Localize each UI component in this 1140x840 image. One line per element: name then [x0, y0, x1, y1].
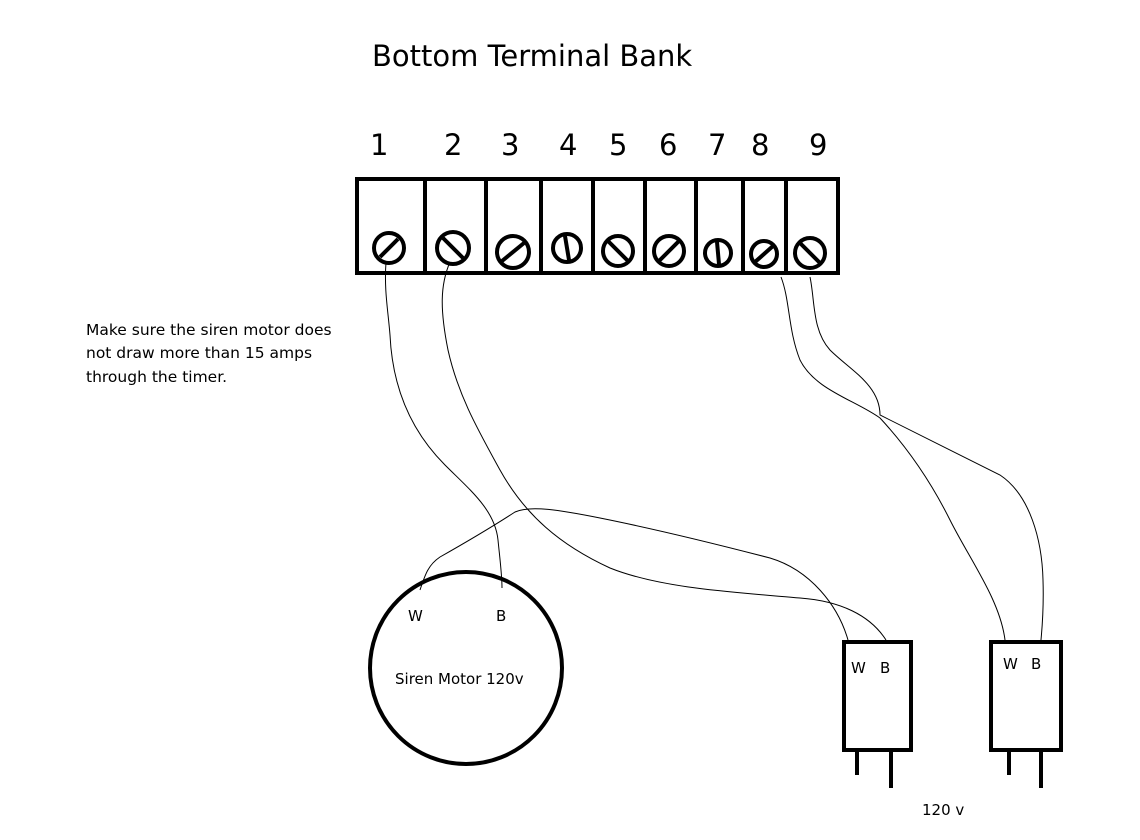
- terminal-number-5: 5: [609, 128, 627, 162]
- screw-icon: [372, 231, 406, 265]
- screw-icon: [495, 234, 531, 270]
- terminal-numbers: 1 2 3 4 5 6 7 8 9: [370, 128, 827, 162]
- screw-icon: [652, 234, 686, 268]
- wires: [384, 261, 1044, 641]
- plug-1-body: [842, 640, 913, 752]
- screw-icon: [703, 238, 733, 268]
- note-line-2: not draw more than 15 amps: [86, 344, 312, 362]
- warning-note: Make sure the siren motor does not draw …: [86, 321, 332, 386]
- plug-1-w-label: W: [851, 659, 866, 677]
- terminal-number-8: 8: [751, 128, 769, 162]
- terminal-number-9: 9: [809, 128, 827, 162]
- terminal-screws: [372, 230, 827, 270]
- siren-motor-outline: [368, 570, 564, 766]
- siren-b-label: B: [496, 607, 506, 625]
- plug-1: W B: [842, 640, 913, 788]
- wire-terminal-8-to-plug2-w: [780, 276, 1006, 641]
- screw-icon: [551, 232, 583, 264]
- plug-2-w-label: W: [1003, 655, 1018, 673]
- terminal-number-3: 3: [501, 128, 519, 162]
- plug-2-b-label: B: [1031, 655, 1041, 673]
- terminal-number-1: 1: [370, 128, 388, 162]
- note-line-1: Make sure the siren motor does: [86, 321, 332, 339]
- terminal-number-4: 4: [559, 128, 577, 162]
- terminal-number-7: 7: [708, 128, 726, 162]
- diagram-title: Bottom Terminal Bank: [372, 39, 692, 73]
- siren-motor-label: Siren Motor 120v: [395, 670, 524, 688]
- voltage-label: 120 v: [922, 801, 964, 819]
- terminal-number-2: 2: [444, 128, 462, 162]
- terminal-bank: [355, 177, 840, 275]
- note-line-3: through the timer.: [86, 368, 227, 386]
- screw-icon: [435, 230, 471, 266]
- screw-icon: [601, 234, 635, 268]
- wire-terminal-2-to-plug1-b: [441, 261, 887, 641]
- siren-motor: W B Siren Motor 120v: [368, 570, 564, 766]
- plug-2: W B: [989, 640, 1063, 788]
- screw-icon: [749, 239, 779, 269]
- plug-1-b-label: B: [880, 659, 890, 677]
- terminal-bank-frame: [355, 177, 840, 275]
- wire-terminal-9-to-plug2-b: [809, 276, 1044, 641]
- terminal-number-6: 6: [659, 128, 677, 162]
- wire-siren-w-to-plug1-w: [419, 508, 849, 641]
- plug-2-body: [989, 640, 1063, 752]
- wire-terminal-1-to-siren-b: [384, 261, 503, 589]
- siren-w-label: W: [408, 607, 423, 625]
- screw-icon: [793, 236, 827, 270]
